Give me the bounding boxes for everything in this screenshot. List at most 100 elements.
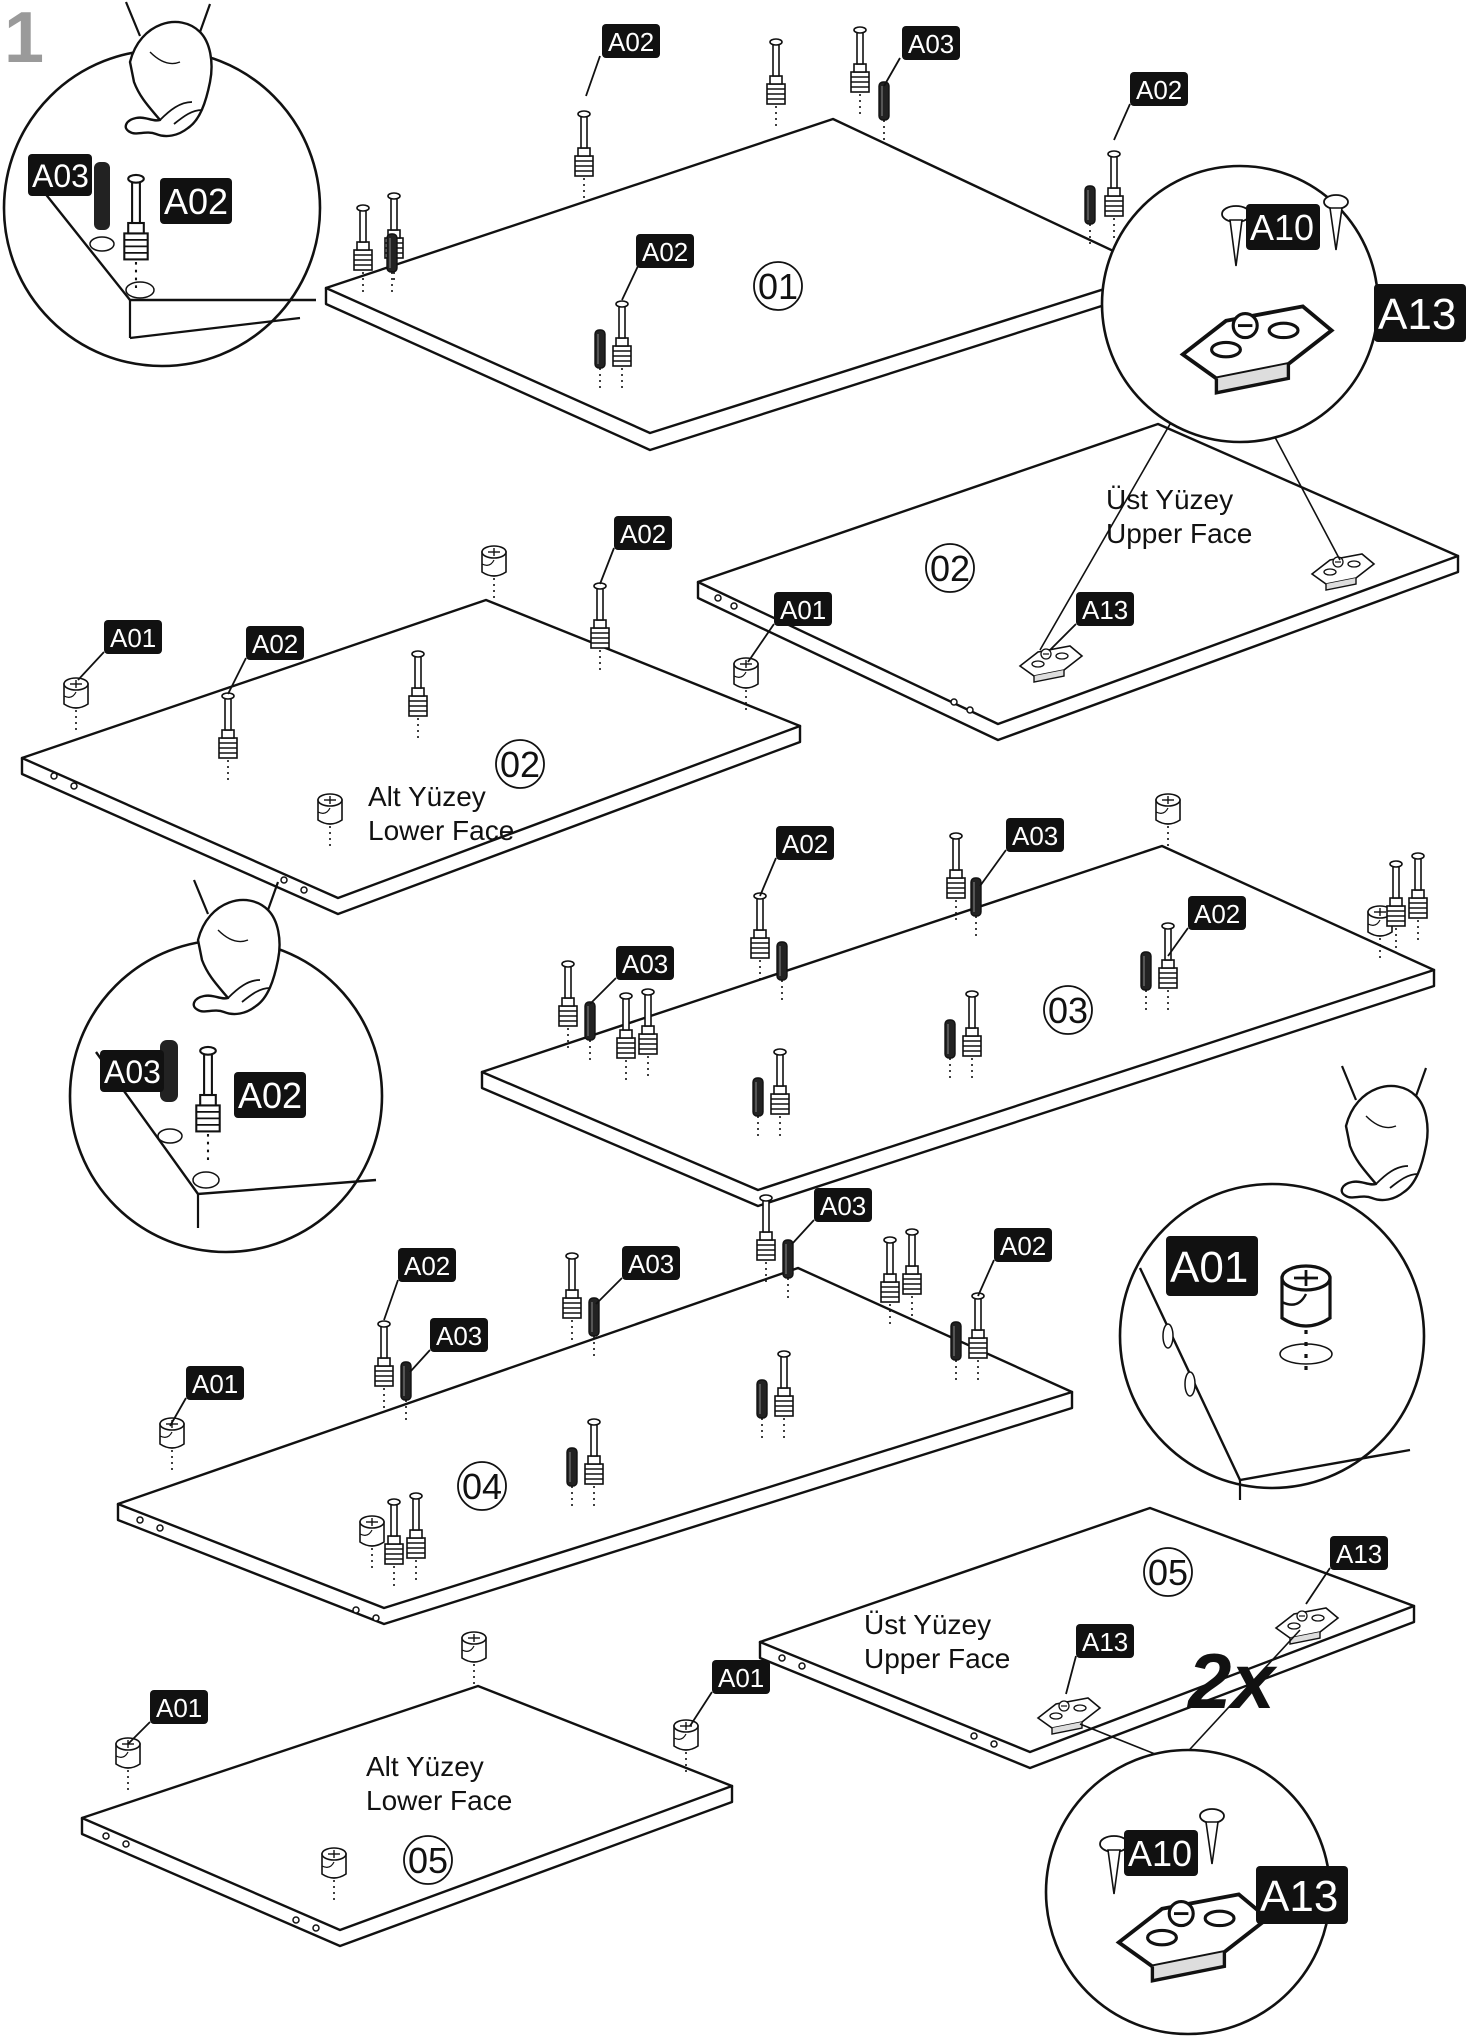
panel-02-upper: 02 Üst Yüzey Upper Face: [696, 371, 1460, 742]
part-tag-a03: A03: [791, 1188, 872, 1245]
svg-text:A03: A03: [32, 158, 89, 194]
svg-text:A02: A02: [404, 1251, 450, 1281]
svg-text:A01: A01: [110, 623, 156, 653]
screw-a10-icon: [1099, 1808, 1225, 1895]
step-number: 1: [4, 0, 44, 78]
part-tag-a01-large: A01: [1166, 1236, 1258, 1296]
panel-01: 01: [324, 26, 1160, 452]
panel-02-lower-face-label: Alt Yüzey Lower Face: [368, 781, 514, 846]
lower-face-tr: Alt Yüzey: [366, 1751, 484, 1782]
part-tag-a01: A01: [747, 592, 832, 663]
screw-a10-icon: [1221, 194, 1349, 267]
svg-text:A02: A02: [1000, 1231, 1046, 1261]
svg-text:A10: A10: [1250, 207, 1314, 248]
panel-05-upper-face-label: Üst Yüzey Upper Face: [864, 1609, 1010, 1674]
svg-text:A02: A02: [164, 181, 228, 222]
part-tag-a01: A01: [127, 1690, 208, 1745]
part-tag-a13-large: A13: [1256, 1866, 1348, 1924]
svg-text:A01: A01: [1170, 1243, 1248, 1292]
svg-text:A03: A03: [436, 1321, 482, 1351]
upper-face-tr: Üst Yüzey: [864, 1609, 991, 1640]
part-tag-a13: A13: [1065, 1624, 1134, 1695]
part-tag-a10-large: A10: [1246, 204, 1320, 250]
part-tag-a03: A03: [595, 1246, 680, 1305]
panel-05-lower: 05 Alt Yüzey Lower Face: [80, 1631, 734, 1948]
part-tag-a13: A13: [1049, 592, 1134, 651]
quantity-multiplier: 2x: [1186, 1637, 1278, 1725]
svg-text:A01: A01: [780, 595, 826, 625]
svg-text:A03: A03: [1012, 821, 1058, 851]
part-tag-a02: A02: [227, 626, 304, 695]
panel-04-number-badge: 04: [457, 1461, 507, 1511]
panel-04-number: 04: [462, 1466, 502, 1507]
part-tag-a02: A02: [621, 234, 694, 301]
svg-text:A03: A03: [908, 29, 954, 59]
part-tag-a02: A02: [383, 1248, 456, 1321]
part-tag-a03-large: A03: [28, 154, 92, 196]
svg-text:A13: A13: [1082, 1627, 1128, 1657]
part-tag-a13: A13: [1305, 1536, 1388, 1605]
part-tag-a01: A01: [169, 1366, 244, 1427]
svg-text:A02: A02: [1136, 75, 1182, 105]
upper-face-en: Upper Face: [1106, 518, 1252, 549]
svg-text:A02: A02: [1194, 899, 1240, 929]
upper-face-en: Upper Face: [864, 1643, 1010, 1674]
lower-face-en: Lower Face: [366, 1785, 512, 1816]
svg-text:A01: A01: [718, 1663, 764, 1693]
part-tag-a02: A02: [759, 826, 834, 897]
part-tag-a02-large: A02: [234, 1072, 306, 1118]
part-tag-a03-large: A03: [100, 1050, 164, 1092]
panel-02-lower-number-badge: 02: [495, 739, 545, 789]
detail-bubble-hinge-top: [1100, 164, 1380, 444]
panel-03: 03: [480, 793, 1436, 1208]
svg-text:A13: A13: [1336, 1539, 1382, 1569]
detail-bubble-dowel-bolt-mid: [68, 878, 384, 1254]
svg-text:A03: A03: [622, 949, 668, 979]
svg-text:A02: A02: [642, 237, 688, 267]
lower-face-en: Lower Face: [368, 815, 514, 846]
svg-text:A02: A02: [252, 629, 298, 659]
panel-05-lower-face-label: Alt Yüzey Lower Face: [366, 1751, 512, 1816]
svg-text:A10: A10: [1128, 1833, 1192, 1874]
panel-03-number-badge: 03: [1043, 985, 1093, 1035]
part-tag-a03: A03: [883, 26, 960, 87]
panel-05-upper-number-badge: 05: [1143, 1547, 1193, 1597]
panel-05-lower-number: 05: [408, 1840, 448, 1881]
svg-text:A01: A01: [192, 1369, 238, 1399]
svg-text:A02: A02: [238, 1075, 302, 1116]
panel-02-upper-number: 02: [930, 548, 970, 589]
svg-text:A02: A02: [782, 829, 828, 859]
panel-02-upper-face-label: Üst Yüzey Upper Face: [1106, 484, 1252, 549]
svg-text:A03: A03: [104, 1054, 161, 1090]
part-tag-a02: A02: [585, 24, 660, 97]
svg-text:A02: A02: [608, 27, 654, 57]
part-tag-a01: A01: [77, 620, 162, 681]
part-tag-a10-large: A10: [1124, 1830, 1198, 1876]
part-tag-a03: A03: [979, 818, 1064, 887]
svg-text:A13: A13: [1378, 290, 1456, 339]
svg-text:A03: A03: [820, 1191, 866, 1221]
upper-face-tr: Üst Yüzey: [1106, 484, 1233, 515]
part-tag-a13-large: A13: [1374, 284, 1466, 342]
hand-icon: [1340, 1064, 1429, 1202]
panel-01-number-badge: 01: [753, 261, 803, 311]
panel-03-number: 03: [1048, 990, 1088, 1031]
panel-02-lower-number: 02: [500, 744, 540, 785]
part-tag-a01: A01: [689, 1660, 770, 1727]
part-tag-a02: A02: [1167, 896, 1246, 957]
panel-02-lower: 02 Alt Yüzey Lower Face: [20, 545, 802, 916]
part-tag-a02: A02: [977, 1228, 1052, 1297]
svg-text:A13: A13: [1260, 1872, 1338, 1921]
panel-02-upper-number-badge: 02: [925, 543, 975, 593]
part-tag-a03: A03: [409, 1318, 488, 1373]
part-tag-a02: A02: [1113, 72, 1188, 141]
panel-05-upper-number: 05: [1148, 1552, 1188, 1593]
svg-text:A13: A13: [1082, 595, 1128, 625]
part-tag-a03: A03: [589, 946, 674, 1005]
lower-face-tr: Alt Yüzey: [368, 781, 486, 812]
panel-05-lower-number-badge: 05: [403, 1835, 453, 1885]
svg-text:A03: A03: [628, 1249, 674, 1279]
part-tags: A02 A03 A02 A02 A02 A01 A02 A01 A13 A02 …: [28, 24, 1466, 1924]
panel-01-number: 01: [758, 266, 798, 307]
